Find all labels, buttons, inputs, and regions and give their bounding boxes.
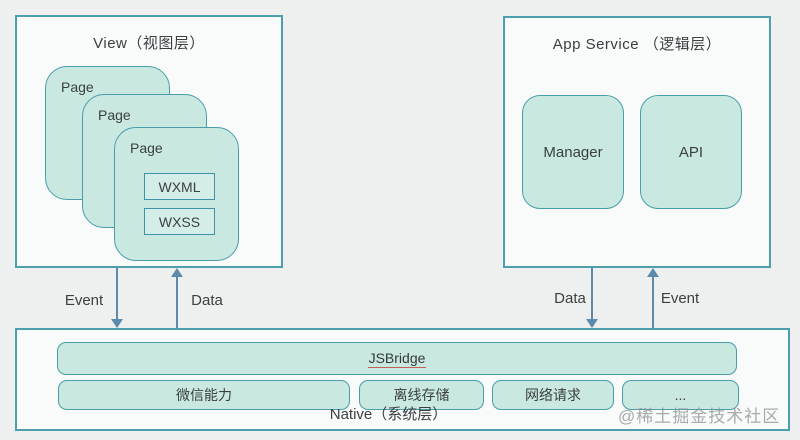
wechat-capability-box: 微信能力 — [58, 380, 350, 410]
data-down-arrow-line — [591, 268, 593, 320]
app-service-layer-title: App Service （逻辑层） — [552, 36, 722, 53]
event-down-arrow-head — [111, 319, 123, 328]
app-service-layer-box: App Service （逻辑层） Manager API — [503, 16, 771, 268]
page-label: Page — [61, 79, 94, 95]
wxml-box: WXML — [144, 173, 215, 200]
offline-storage-box: 离线存储 — [359, 380, 484, 410]
jsbridge-bar: JSBridge — [57, 342, 737, 375]
wxss-box: WXSS — [144, 208, 215, 235]
data-label-left: Data — [191, 292, 223, 309]
native-layer-title: Native（系统层） — [329, 406, 448, 423]
event-down-arrow-line — [116, 268, 118, 320]
data-up-arrow-line — [176, 276, 178, 328]
event-up-arrow-line — [652, 276, 654, 328]
native-layer-box: JSBridge 微信能力 离线存储 网络请求 ... Native（系统层） — [15, 328, 790, 431]
data-up-arrow-head — [171, 268, 183, 277]
api-box: API — [640, 95, 742, 209]
page-card-front: Page WXML WXSS — [114, 127, 239, 261]
watermark: @稀土掘金技术社区 — [618, 407, 781, 426]
event-label-left: Event — [64, 292, 104, 309]
more-capabilities-box: ... — [622, 380, 739, 410]
page-label: Page — [130, 140, 163, 156]
view-layer-box: View（视图层） Page Page Page WXML WXSS — [15, 15, 283, 268]
page-label: Page — [98, 107, 131, 123]
event-up-arrow-head — [647, 268, 659, 277]
event-label-right: Event — [660, 290, 700, 307]
view-layer-title: View（视图层） — [93, 35, 205, 52]
manager-box: Manager — [522, 95, 624, 209]
data-down-arrow-head — [586, 319, 598, 328]
network-request-box: 网络请求 — [492, 380, 614, 410]
data-label-right: Data — [554, 290, 586, 307]
jsbridge-label: JSBridge — [367, 349, 427, 368]
